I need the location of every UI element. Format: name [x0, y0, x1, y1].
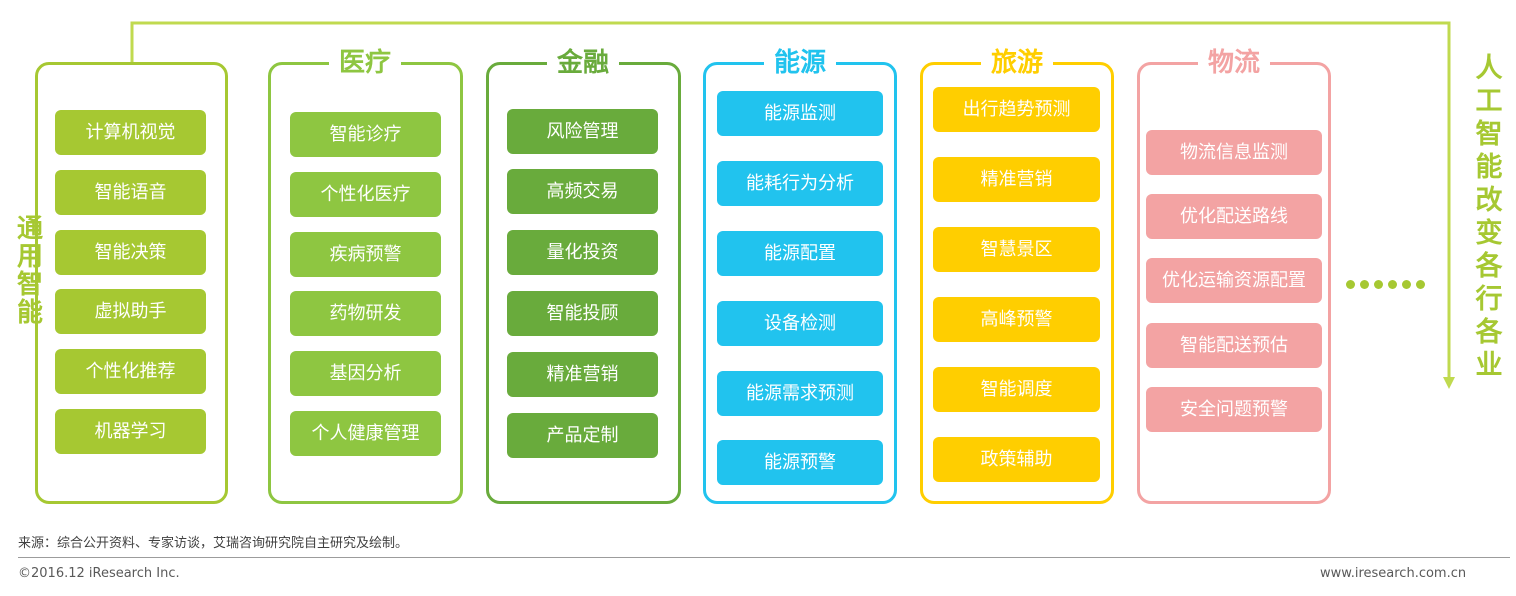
- logistics-item: 智能配送预估: [1146, 323, 1322, 368]
- medical-item: 基因分析: [290, 351, 441, 396]
- side-label-char: 用: [16, 242, 43, 272]
- title-logistics: 物流: [1197, 43, 1271, 83]
- dot-icon: [1360, 280, 1369, 289]
- tourism-item: 政策辅助: [933, 437, 1100, 482]
- copyright: ©2016.12 iResearch Inc.: [18, 566, 180, 581]
- finance-item: 高频交易: [507, 169, 658, 214]
- finance-item: 量化投资: [507, 230, 658, 275]
- dot-icon: [1346, 280, 1355, 289]
- finance-item: 风险管理: [507, 109, 658, 154]
- medical-item: 疾病预警: [290, 232, 441, 277]
- energy-item: 能耗行为分析: [717, 161, 883, 206]
- right-label-char: 各: [1475, 251, 1503, 282]
- medical-item: 智能诊疗: [290, 112, 441, 157]
- energy-item: 能源需求预测: [717, 371, 883, 416]
- source-note: 来源：综合公开资料、专家访谈，艾瑞咨询研究院自主研究及绘制。: [18, 536, 409, 551]
- tourism-item: 智慧景区: [933, 227, 1100, 272]
- medical-item: 个人健康管理: [290, 411, 441, 456]
- right-label-char: 变: [1475, 218, 1503, 249]
- general-item: 机器学习: [55, 409, 206, 454]
- energy-item: 能源监测: [717, 91, 883, 136]
- general-item: 个性化推荐: [55, 349, 206, 394]
- website: www.iresearch.com.cn: [1320, 566, 1467, 581]
- dot-icon: [1402, 280, 1411, 289]
- panel-tourism: [920, 62, 1114, 504]
- side-label: 通用智能: [15, 215, 45, 327]
- right-label-char: 能: [1475, 152, 1503, 183]
- dot-icon: [1388, 280, 1397, 289]
- dot-icon: [1374, 280, 1383, 289]
- right-label-char: 智: [1475, 119, 1503, 150]
- right-label-char: 人: [1475, 53, 1503, 84]
- flow-arrow-line: [130, 21, 1451, 378]
- general-item: 智能语音: [55, 170, 206, 215]
- logistics-item: 优化配送路线: [1146, 194, 1322, 239]
- logistics-item: 物流信息监测: [1146, 130, 1322, 175]
- right-label-char: 业: [1475, 350, 1503, 381]
- right-label: 人工智能改变各行各业: [1472, 52, 1506, 382]
- tourism-item: 智能调度: [933, 367, 1100, 412]
- side-label-char: 智: [16, 270, 43, 300]
- right-label-char: 改: [1475, 185, 1503, 216]
- energy-item: 能源配置: [717, 231, 883, 276]
- logistics-item: 安全问题预警: [1146, 387, 1322, 432]
- title-finance: 金融: [546, 43, 620, 83]
- title-tourism: 旅游: [980, 43, 1054, 83]
- medical-item: 药物研发: [290, 291, 441, 336]
- dot-icon: [1416, 280, 1425, 289]
- general-item: 智能决策: [55, 230, 206, 275]
- right-label-char: 各: [1475, 317, 1503, 348]
- logistics-item: 优化运输资源配置: [1146, 258, 1322, 303]
- finance-item: 产品定制: [507, 413, 658, 458]
- energy-item: 设备检测: [717, 301, 883, 346]
- tourism-item: 精准营销: [933, 157, 1100, 202]
- energy-item: 能源预警: [717, 440, 883, 485]
- tourism-item: 高峰预警: [933, 297, 1100, 342]
- arrow-head-icon: [1443, 377, 1455, 389]
- finance-item: 精准营销: [507, 352, 658, 397]
- footer-divider: [18, 557, 1510, 558]
- title-energy: 能源: [763, 43, 837, 83]
- side-label-char: 能: [16, 298, 43, 328]
- right-label-char: 工: [1475, 86, 1503, 117]
- tourism-item: 出行趋势预测: [933, 87, 1100, 132]
- medical-item: 个性化医疗: [290, 172, 441, 217]
- title-medical: 医疗: [328, 43, 402, 83]
- general-item: 虚拟助手: [55, 289, 206, 334]
- finance-item: 智能投顾: [507, 291, 658, 336]
- ellipsis-dots: [1346, 274, 1430, 289]
- side-label-char: 通: [16, 214, 43, 244]
- general-item: 计算机视觉: [55, 110, 206, 155]
- right-label-char: 行: [1475, 284, 1503, 315]
